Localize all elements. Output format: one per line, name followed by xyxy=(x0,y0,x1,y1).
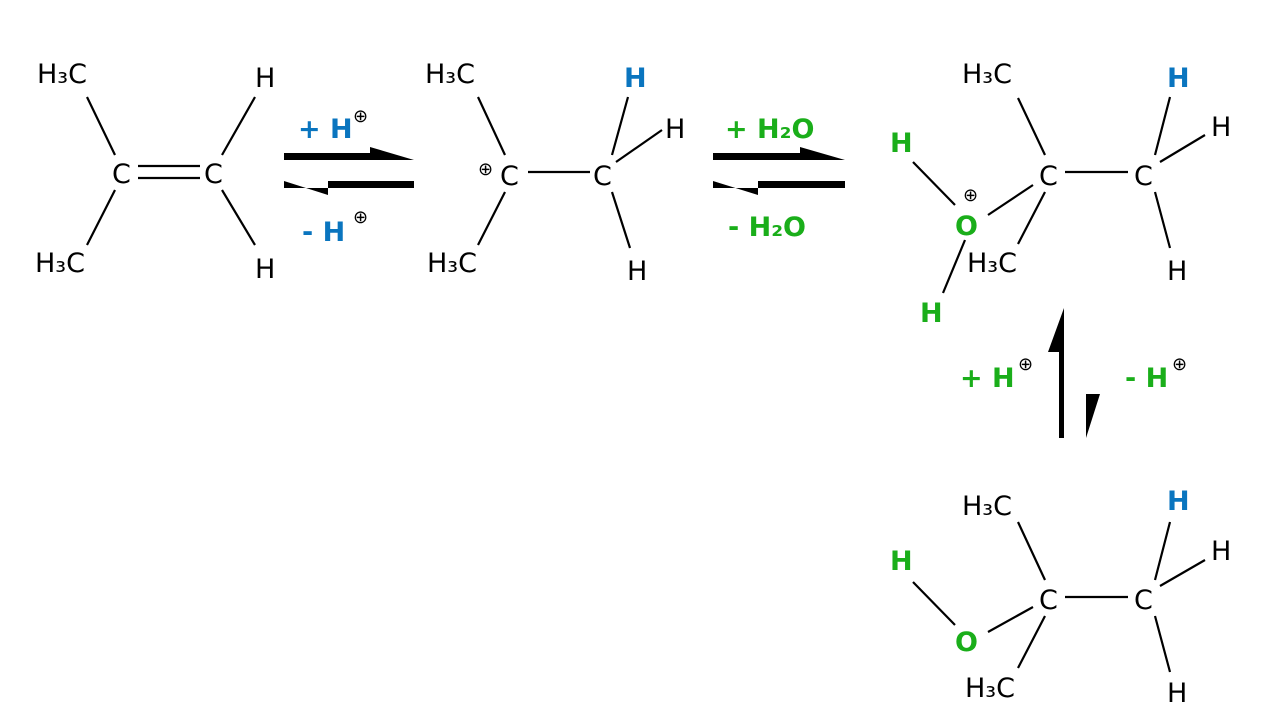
hydrogen: H xyxy=(1167,256,1187,287)
carbon: C xyxy=(1039,585,1058,616)
positive-charge: ⊕ xyxy=(478,159,493,180)
add-proton-label: + H xyxy=(298,114,353,145)
oxygen: O xyxy=(955,627,978,658)
hydrogen: H xyxy=(1211,112,1231,143)
positive-charge: ⊕ xyxy=(1018,354,1033,375)
hydrogen: H xyxy=(1211,536,1231,567)
arrow-icon xyxy=(284,147,414,195)
equilibrium-arrow-1: + H ⊕ - H ⊕ xyxy=(284,106,414,248)
bonds xyxy=(912,521,1206,673)
hydrogen: H xyxy=(1167,678,1187,709)
hydrogen: H xyxy=(627,256,647,287)
arrow-icon xyxy=(713,147,845,195)
molecule-alcohol: H O H₃C H₃C C C H H H xyxy=(890,486,1231,709)
equilibrium-arrow-3: + H ⊕ - H ⊕ xyxy=(960,308,1187,438)
add-water-label: + H₂O xyxy=(725,114,814,145)
positive-charge: ⊕ xyxy=(353,207,368,228)
bonds xyxy=(477,96,663,249)
hydroxyl-hydrogen: H xyxy=(890,546,913,577)
remove-water-label: - H₂O xyxy=(728,212,806,243)
carbon: C xyxy=(1134,161,1153,192)
remove-proton-label: - H xyxy=(302,217,345,248)
carbon: C xyxy=(500,161,519,192)
add-proton-label: + H xyxy=(960,363,1015,394)
oxygen: O xyxy=(955,211,978,242)
carbon: C xyxy=(112,159,131,190)
added-hydrogen: H xyxy=(624,63,647,94)
ch3-top: H₃C xyxy=(37,59,87,90)
ch3-top: H₃C xyxy=(962,491,1012,522)
remove-proton-label: - H xyxy=(1125,363,1168,394)
bonds xyxy=(912,96,1206,294)
water-hydrogen: H xyxy=(890,128,913,159)
positive-charge: ⊕ xyxy=(963,185,978,206)
carbon: C xyxy=(1039,161,1058,192)
equilibrium-arrow-2: + H₂O - H₂O xyxy=(713,114,845,243)
carbon: C xyxy=(593,161,612,192)
molecule-carbocation: ⊕ H₃C H₃C C C H H H xyxy=(425,59,685,287)
ch3-top: H₃C xyxy=(962,59,1012,90)
arrow-icon xyxy=(1048,308,1100,438)
molecule-oxonium: H O ⊕ H H₃C H₃C C C H H H xyxy=(890,59,1231,329)
added-hydrogen: H xyxy=(1167,63,1190,94)
ch3-bottom: H₃C xyxy=(967,248,1017,279)
hydrogen: H xyxy=(255,63,275,94)
water-hydrogen: H xyxy=(920,298,943,329)
positive-charge: ⊕ xyxy=(1172,354,1187,375)
added-hydrogen: H xyxy=(1167,486,1190,517)
carbon: C xyxy=(1134,585,1153,616)
molecule-isobutylene: H₃C H₃C C C H H xyxy=(35,59,275,285)
bonds xyxy=(86,96,256,246)
ch3-top: H₃C xyxy=(425,59,475,90)
hydrogen: H xyxy=(665,114,685,145)
ch3-bottom: H₃C xyxy=(965,673,1015,704)
ch3-bottom: H₃C xyxy=(35,248,85,279)
carbon: C xyxy=(204,159,223,190)
positive-charge: ⊕ xyxy=(353,106,368,127)
hydrogen: H xyxy=(255,254,275,285)
ch3-bottom: H₃C xyxy=(427,248,477,279)
